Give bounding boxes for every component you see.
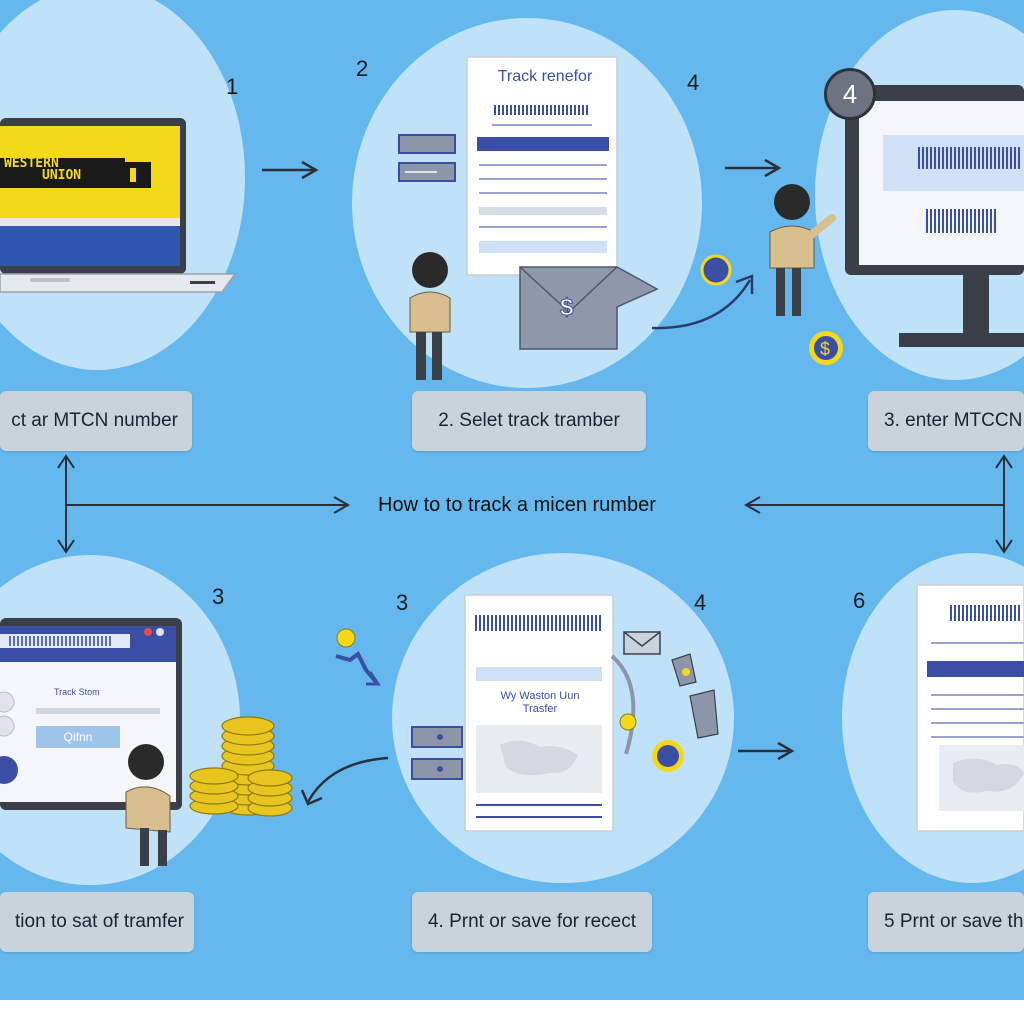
arrow-right-3 xyxy=(738,741,795,761)
step-label-text-5: 4. Prnt or save for recect xyxy=(427,911,637,932)
monitor-illustration xyxy=(845,85,1024,347)
tracking-screen-heading: Track Stom xyxy=(54,687,100,697)
brand-logo-text: WESTERN UNION xyxy=(4,156,124,183)
receipt-document xyxy=(411,594,614,832)
coin-icon: $ xyxy=(809,331,843,365)
svg-text:$: $ xyxy=(560,294,574,321)
track-document: $ xyxy=(398,56,659,350)
step-label-box-6: 5 Prnt or save th xyxy=(868,892,1024,952)
envelope-cycle-icons xyxy=(610,631,719,772)
step-number-5: 3 xyxy=(396,590,409,615)
person-figure-2 xyxy=(769,184,836,316)
svg-text:$: $ xyxy=(820,339,830,359)
curved-arrow-1 xyxy=(651,254,754,330)
step-number-4: 3 xyxy=(212,584,225,609)
receipt-heading-line-2: Trasfer xyxy=(522,703,558,715)
diagram-canvas: 1 2 4 WESTERN UNION xyxy=(0,0,1024,1000)
step-label-text-2: 2. Selet track tramber xyxy=(438,410,620,431)
step-number-2: 2 xyxy=(356,56,369,81)
brand-line-2: UNION xyxy=(42,168,82,183)
step-label-text-3: 3. enter MTCCN xyxy=(884,410,1023,431)
step-number-1: 1 xyxy=(226,74,239,99)
step-bubble-text: 4 xyxy=(842,79,858,109)
step-label-box-3: 3. enter MTCCN xyxy=(868,391,1024,451)
step-label-box-5: 4. Prnt or save for recect xyxy=(412,892,652,952)
laptop-illustration xyxy=(0,118,237,293)
curved-arrow-2 xyxy=(300,756,389,806)
receipt-document-2 xyxy=(916,584,1024,832)
coin-stacks xyxy=(189,716,293,817)
step-label-box-4: tion to sat of tramfer xyxy=(0,892,194,952)
step-label-text-1: ct ar MTCN number xyxy=(11,410,178,431)
tracking-screen-button[interactable]: Qifnn xyxy=(63,730,93,744)
step-number-6: 4 xyxy=(694,590,707,615)
step-bubble-badge xyxy=(824,68,876,120)
arrow-right-1 xyxy=(262,160,319,180)
step-label-text-4: tion to sat of tramfer xyxy=(15,911,184,932)
step-number-3: 4 xyxy=(687,70,700,95)
track-document-heading: Track renefor xyxy=(497,68,593,85)
receipt-heading-line-1: Wy Waston Uun xyxy=(500,690,580,702)
person-figure-1 xyxy=(409,252,451,380)
arrow-right-2 xyxy=(725,158,782,178)
diagram-title: How to to track a micen rumber xyxy=(378,494,656,516)
person-figure-3 xyxy=(125,744,171,866)
receipt-heading: Wy Waston Uun Trasfer xyxy=(466,690,614,716)
coin-arrow-icon xyxy=(335,628,381,686)
step-label-box-2: 2. Selet track tramber xyxy=(412,391,646,451)
step-number-7: 6 xyxy=(853,588,866,613)
step-label-box-1: ct ar MTCN number xyxy=(0,391,192,451)
brand-line-1: WESTERN xyxy=(4,156,59,171)
connector-lines xyxy=(57,454,1013,554)
step-label-text-6: 5 Prnt or save th xyxy=(884,911,1024,932)
bottom-margin xyxy=(0,1000,1024,1024)
